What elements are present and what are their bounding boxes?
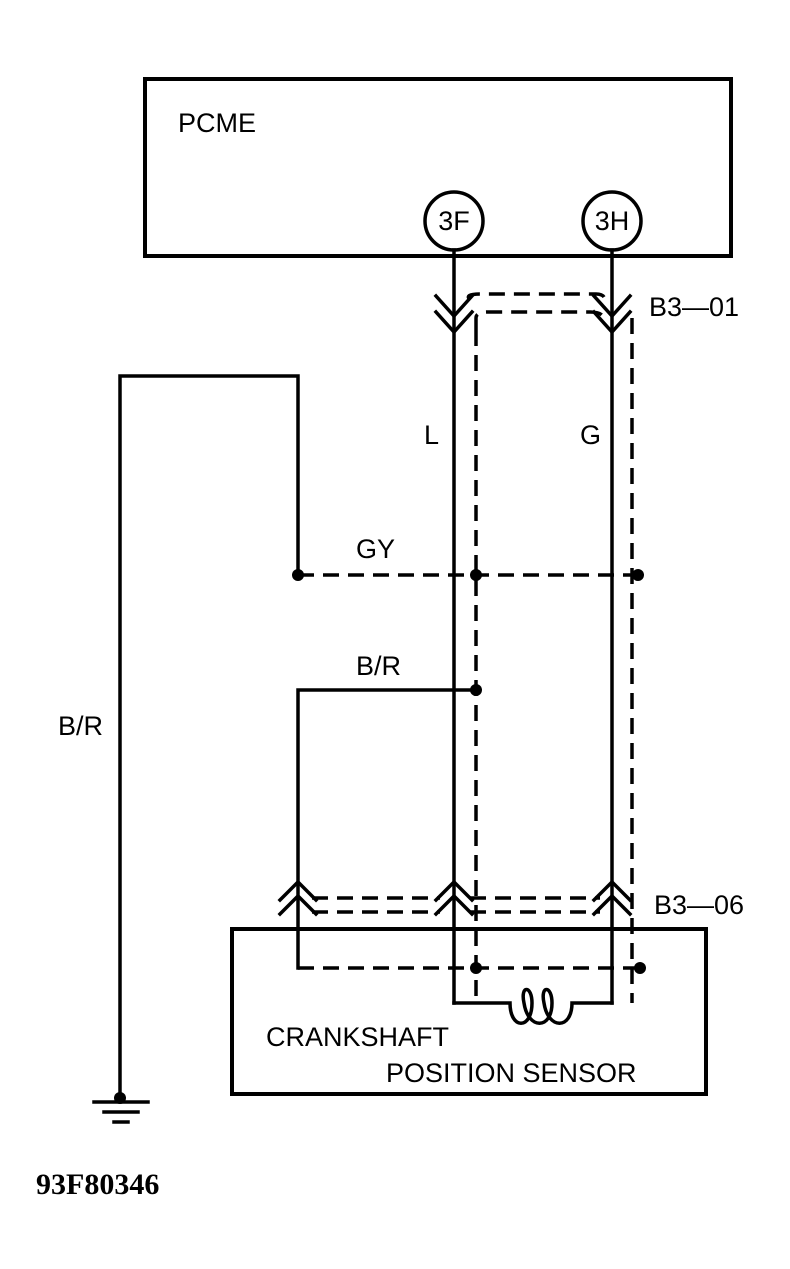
- crankshaft-position-sensor: [230, 927, 708, 1096]
- junction-gy-middle: [470, 569, 482, 581]
- connector-b3-06-chevron-g: [591, 879, 633, 917]
- wire-br-inner: [296, 688, 478, 970]
- pin-3h: 3H: [581, 190, 643, 252]
- connector-b3-06-label: B3—06: [654, 890, 744, 920]
- wire-br-outer-label: B/R: [58, 711, 103, 741]
- junction-gy-right: [632, 569, 644, 581]
- pin-3h-label: 3H: [595, 206, 630, 236]
- connector-b3-01-chevron-right: [591, 293, 633, 335]
- connector-b3-06-chevron-br: [277, 879, 319, 917]
- shield-top-outer: [466, 292, 607, 307]
- junction-br-inner: [470, 684, 482, 696]
- wire-gy-label: GY: [356, 534, 395, 564]
- wire-br-outer: [118, 374, 300, 1100]
- pin-3f-label: 3F: [438, 206, 470, 236]
- junction-sensor-right: [634, 962, 646, 974]
- shield-top-inner: [474, 310, 606, 330]
- connector-b3-06-chevron-l: [433, 879, 475, 917]
- pcme-label: PCME: [178, 108, 256, 138]
- wire-l-label: L: [424, 420, 439, 450]
- ground-icon: [92, 1092, 150, 1124]
- coil-icon: [452, 987, 614, 1025]
- wire-g-label: G: [580, 420, 601, 450]
- sensor-label-line1: CRANKSHAFT: [266, 1022, 449, 1052]
- connector-b3-01-label: B3—01: [649, 292, 739, 322]
- junction-sensor-left: [470, 962, 482, 974]
- pcme-module: [143, 77, 733, 258]
- wire-br-inner-label: B/R: [356, 651, 401, 681]
- connector-b3-01-chevron-left: [433, 293, 475, 335]
- sensor-label-line2: POSITION SENSOR: [386, 1058, 637, 1088]
- pin-3f: 3F: [423, 190, 485, 252]
- figure-id: 93F80346: [36, 1168, 159, 1201]
